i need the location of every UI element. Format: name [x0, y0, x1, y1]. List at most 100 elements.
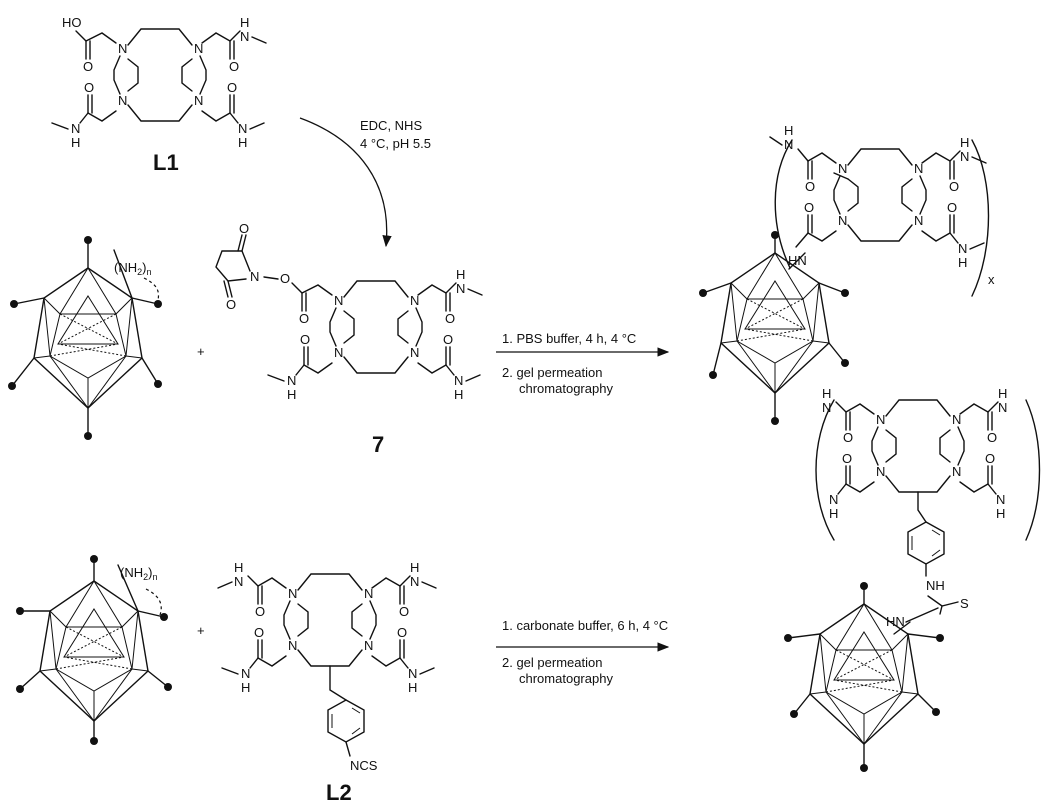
nh-h-label: H [234, 560, 243, 575]
activation-arrow [299, 117, 392, 248]
compound-l2-structure: N N N N O H N O H N O N H O N H [217, 560, 437, 773]
o-atom: O [227, 80, 237, 95]
n-atom: N [408, 666, 417, 681]
nh-h-label: H [998, 386, 1007, 401]
n-atom: N [194, 93, 203, 108]
n-atom: N [118, 41, 127, 56]
n-atom: N [829, 492, 838, 507]
cluster-core: (NH2)n [16, 555, 172, 745]
bracket-left-top [774, 139, 793, 269]
nh-h-label: H [240, 15, 249, 30]
n-atom: N [194, 41, 203, 56]
o-atom: O [300, 332, 310, 347]
o-atom: O [443, 332, 453, 347]
n-atom: N [334, 345, 343, 360]
nh-h-label: H [410, 560, 419, 575]
plus-sign: + [197, 344, 205, 359]
n-atom: N [958, 241, 967, 256]
product-chelate-top: N N N N O H N O H N O HN O N H [769, 123, 987, 270]
n-atom: N [838, 161, 847, 176]
nh-h-label: H [960, 135, 969, 150]
pbs-condition: 1. PBS buffer, 4 h, 4 °C [502, 331, 636, 346]
o-atom: O [84, 80, 94, 95]
hn-label: HN [788, 253, 807, 268]
nh-h-label: H [238, 135, 247, 150]
carbonate-condition: chromatography [519, 671, 613, 686]
o-atom: O [226, 297, 236, 312]
nh-h-label: H [241, 680, 250, 695]
bracket-right-bottom [1025, 399, 1041, 541]
s-atom: S [960, 596, 969, 611]
n-atom: N [456, 281, 465, 296]
o-atom: O [239, 221, 249, 236]
product-cluster-bottom [784, 582, 944, 772]
o-atom: O [399, 604, 409, 619]
repeat-subscript-x: x [988, 272, 995, 287]
n-atom: N [952, 464, 961, 479]
o-atom: O [83, 59, 93, 74]
bracket-left-bottom [815, 399, 835, 541]
n-atom: N [952, 412, 961, 427]
n-atom: N [240, 29, 249, 44]
o-atom: O [947, 200, 957, 215]
bracket-right-top [971, 139, 990, 297]
n-atom: N [288, 638, 297, 653]
o-atom: O [445, 311, 455, 326]
n-atom: N [914, 161, 923, 176]
n-atom: N [334, 293, 343, 308]
o-atom: O [229, 59, 239, 74]
o-atom: O [280, 271, 290, 286]
cluster-core: (NH2)n [8, 236, 162, 440]
hydroxyl-label: HO [62, 15, 82, 30]
plus-sign: + [197, 623, 205, 638]
compound-label-l1: L1 [153, 150, 179, 175]
nh-h-label: H [996, 506, 1005, 521]
n-atom: N [822, 400, 831, 415]
n-atom: N [250, 269, 259, 284]
n-atom: N [454, 373, 463, 388]
amine-label: (NH2)n [114, 260, 151, 277]
carbonate-condition: 2. gel permeation [502, 655, 602, 670]
o-atom: O [805, 179, 815, 194]
o-atom: O [985, 451, 995, 466]
product-chelate-bottom: N N N N O H N O H N O N H O N H NH [822, 386, 1007, 629]
n-atom: N [410, 293, 419, 308]
n-atom: N [118, 93, 127, 108]
o-atom: O [842, 451, 852, 466]
nh-h-label: H [829, 506, 838, 521]
n-atom: N [838, 213, 847, 228]
n-atom: N [234, 574, 243, 589]
n-atom: N [996, 492, 1005, 507]
n-atom: N [364, 638, 373, 653]
product-cluster-top [699, 231, 849, 425]
n-atom: N [960, 149, 969, 164]
nh-h-label: H [287, 387, 296, 402]
n-atom: N [998, 400, 1007, 415]
compound-label-7: 7 [372, 432, 384, 457]
nh-h-label: H [784, 123, 793, 138]
n-atom: N [241, 666, 250, 681]
nh-h-label: H [454, 387, 463, 402]
hn-label: HN [886, 614, 905, 629]
n-atom: N [876, 464, 885, 479]
o-atom: O [949, 179, 959, 194]
isothiocyanate-label: NCS [350, 758, 378, 773]
o-atom: O [299, 311, 309, 326]
o-atom: O [255, 604, 265, 619]
pbs-condition: 2. gel permeation [502, 365, 602, 380]
o-atom: O [987, 430, 997, 445]
n-atom: N [914, 213, 923, 228]
n-atom: N [238, 121, 247, 136]
nh-label: NH [926, 578, 945, 593]
pbs-condition: chromatography [519, 381, 613, 396]
nh-h-label: H [71, 135, 80, 150]
amine-label: (NH2)n [120, 565, 157, 582]
n-atom: N [364, 586, 373, 601]
n-atom: N [410, 574, 419, 589]
o-atom: O [254, 625, 264, 640]
n-atom: N [287, 373, 296, 388]
compound-label-l2: L2 [326, 780, 352, 805]
nh-h-label: H [822, 386, 831, 401]
n-atom: N [410, 345, 419, 360]
